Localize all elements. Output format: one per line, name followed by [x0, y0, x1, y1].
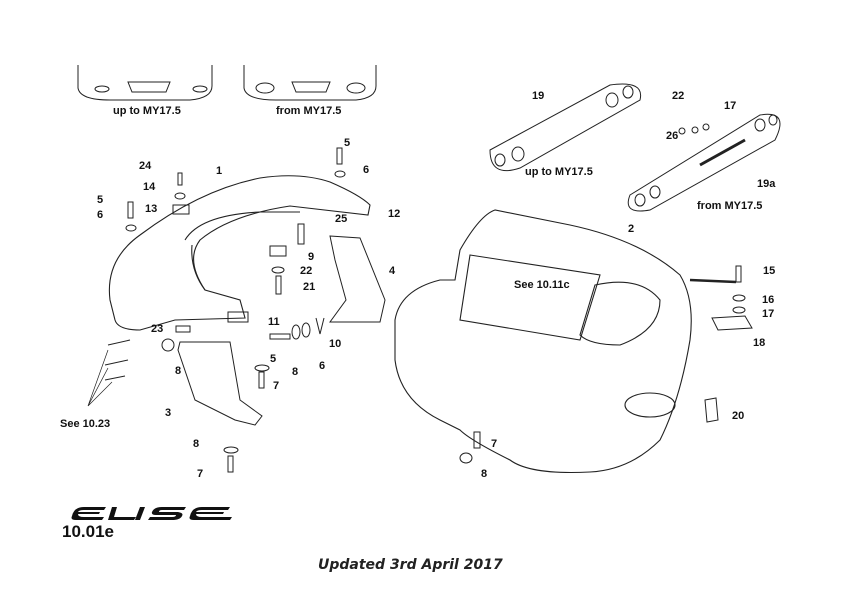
- front-clam-variant-old: [77, 65, 213, 101]
- rear-diffuser-part-19a: [627, 113, 781, 212]
- rear-fasteners: [459, 265, 753, 464]
- front-clam-part-1: [108, 175, 371, 331]
- callout: 19: [532, 90, 545, 102]
- front-clam-variant-new: [243, 65, 377, 101]
- callout: 20: [732, 410, 745, 422]
- callout: 3: [165, 407, 172, 419]
- callout: 10: [329, 338, 342, 350]
- callout: 18: [753, 337, 766, 349]
- callout: 15: [763, 265, 776, 277]
- callout-see-10-11c: See 10.11c: [514, 279, 570, 291]
- callout: 22: [672, 90, 685, 102]
- variant-label-rear-old: up to MY17.5: [525, 166, 593, 178]
- callout: 14: [143, 181, 156, 193]
- rear-diffuser-part-19: [489, 83, 642, 172]
- callout: 24: [139, 160, 152, 172]
- callout: 22: [300, 265, 313, 277]
- page-code: 10.01e: [62, 522, 114, 541]
- callout: 2: [628, 223, 635, 235]
- side-panel-part-4: [329, 235, 386, 323]
- rear-clam-part-2: [394, 209, 692, 474]
- callout: 7: [273, 380, 280, 392]
- callout: 26: [666, 130, 679, 142]
- variant-label-front-new: from MY17.5: [276, 105, 342, 117]
- callout: 23: [151, 323, 164, 335]
- callout: 25: [335, 213, 348, 225]
- variant-label-front-old: up to MY17.5: [113, 105, 181, 117]
- callout: 17: [724, 100, 737, 112]
- fasteners: [104, 147, 346, 473]
- callout: 5: [270, 353, 277, 365]
- callout: 17: [762, 308, 775, 320]
- callout: 11: [268, 316, 280, 328]
- callout: 16: [762, 294, 775, 306]
- callout: 6: [319, 360, 326, 372]
- callout: 12: [388, 208, 401, 220]
- callout: 8: [193, 438, 200, 450]
- callout: 5: [97, 194, 104, 206]
- callout: 13: [145, 203, 158, 215]
- callout: 7: [197, 468, 204, 480]
- callout-see-10-23: See 10.23: [60, 418, 111, 430]
- undertray-part-3: [177, 341, 263, 426]
- updated-date: Updated 3rd April 2017: [318, 557, 503, 573]
- callout: 4: [389, 265, 396, 277]
- callout: 8: [481, 468, 488, 480]
- callout: 1: [216, 165, 223, 177]
- callout: 6: [363, 164, 370, 176]
- callout: 21: [303, 281, 316, 293]
- callout: 8: [175, 365, 182, 377]
- leader-lines: [87, 349, 113, 407]
- variant-label-rear-new: from MY17.5: [697, 200, 763, 212]
- callout: 8: [292, 366, 299, 378]
- elise-logo: [71, 507, 232, 520]
- callout: 9: [308, 251, 315, 263]
- callout: 5: [344, 137, 351, 149]
- callout: 7: [491, 438, 498, 450]
- callout: 19a: [757, 178, 776, 190]
- callout: 6: [97, 209, 104, 221]
